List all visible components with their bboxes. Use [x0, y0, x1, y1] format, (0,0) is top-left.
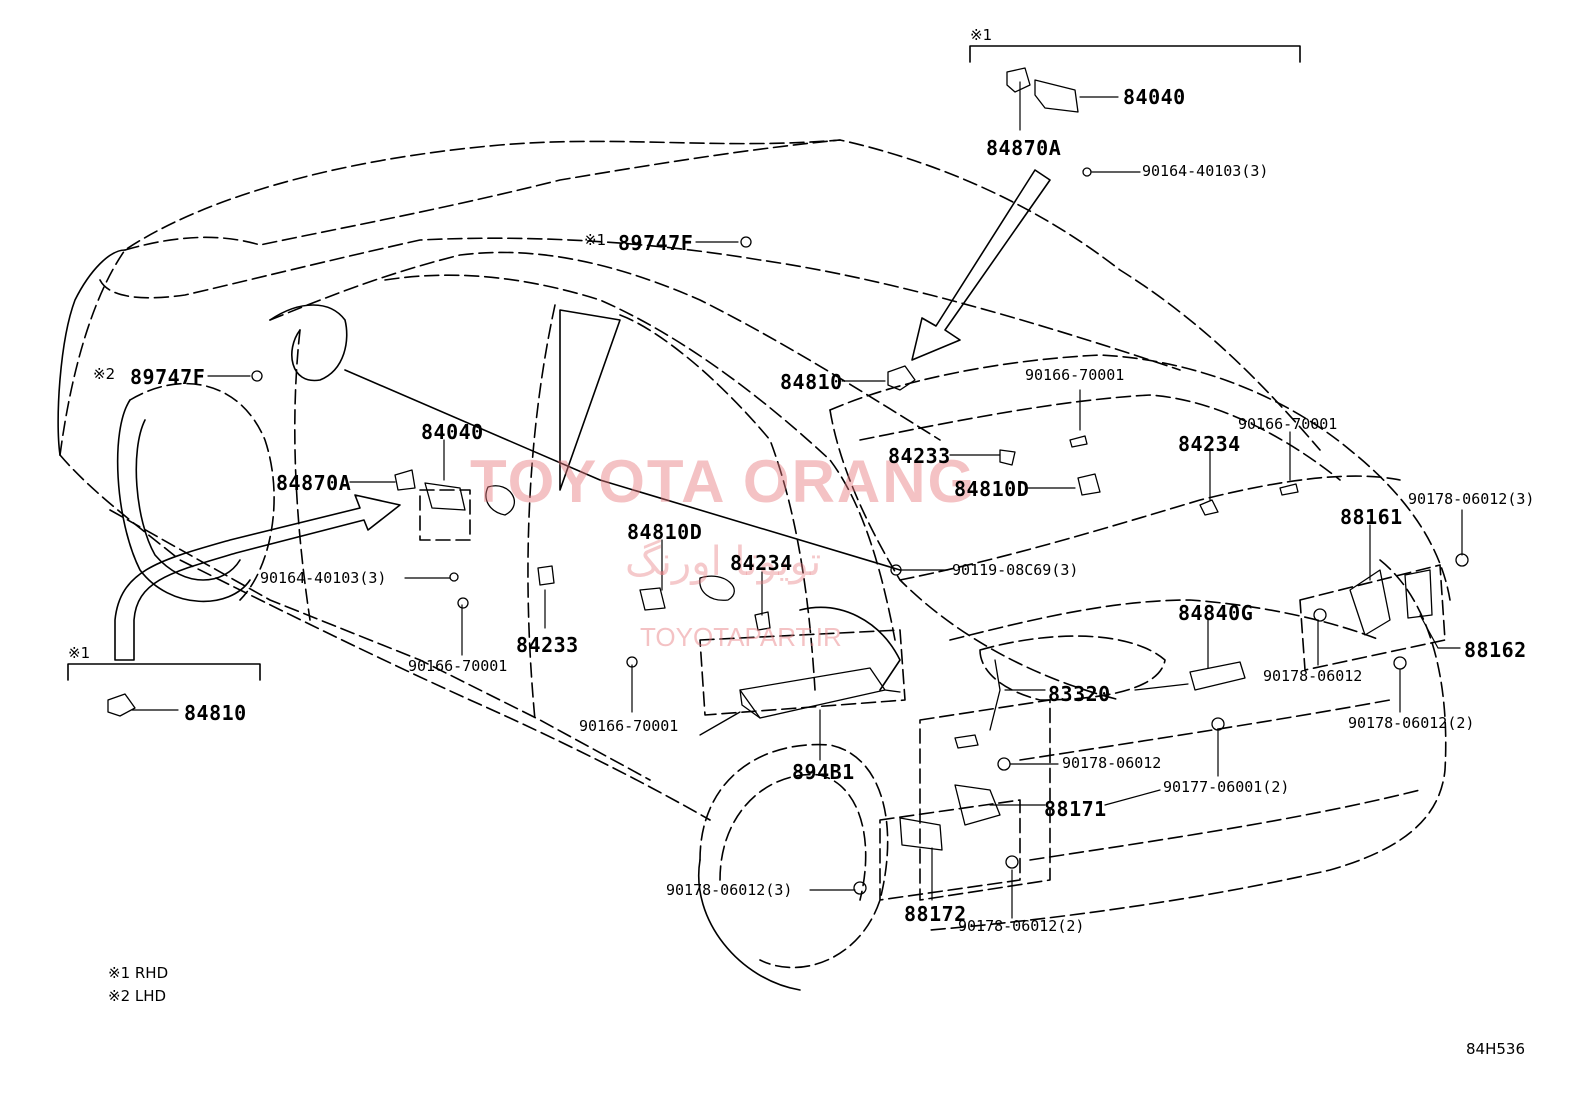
- part-label-90177: 90177-06001(2): [1163, 778, 1290, 796]
- part-label-84234-a: 84234: [1178, 432, 1241, 456]
- part-label-84870a-top: 84870A: [986, 136, 1062, 160]
- car-body-edges: [57, 249, 901, 991]
- part-label-83320: 83320: [1048, 682, 1111, 706]
- leader-lines: [131, 81, 1463, 919]
- callout-arrows: [114, 169, 1051, 661]
- part-label-90166-b: 90166-70001: [1238, 415, 1338, 433]
- part-label-84810-hood: 84810: [780, 370, 843, 394]
- part-label-90178-a: 90178-06012(3): [1408, 490, 1535, 508]
- diagram-code: 84H536: [1466, 1040, 1525, 1058]
- part-label-88171: 88171: [1044, 797, 1107, 821]
- rhd-brackets: [67, 45, 1301, 681]
- part-label-84810d-a: 84810D: [954, 477, 1030, 501]
- lhd-marker-89747f: ※2: [93, 365, 116, 383]
- part-label-84040-left: 84040: [421, 420, 484, 444]
- rhd-marker-left: ※1: [68, 644, 91, 662]
- rhd-marker-89747f: ※1: [584, 231, 607, 249]
- part-glyphs: [107, 67, 1469, 895]
- part-label-90166-a: 90166-70001: [1025, 366, 1125, 384]
- part-label-84870a-left: 84870A: [276, 471, 352, 495]
- part-label-90166-d: 90166-70001: [579, 717, 679, 735]
- part-label-84810-box: 84810: [184, 701, 247, 725]
- watermark-main: TOYOTA ORANG: [470, 448, 977, 515]
- part-label-84233-a: 84233: [888, 444, 951, 468]
- part-label-89747f-lhd: 89747F: [130, 365, 206, 389]
- part-label-84233-b: 84233: [516, 633, 579, 657]
- part-label-90178-d: 90178-06012: [1062, 754, 1162, 772]
- car-body-outline: [59, 139, 1451, 969]
- part-label-894b1: 894B1: [792, 760, 855, 784]
- part-label-84840g: 84840G: [1178, 601, 1254, 625]
- part-label-84234-b: 84234: [730, 551, 793, 575]
- part-label-90119: 90119-08C69(3): [952, 561, 1079, 579]
- watermark-farsi: تویوتا اورنگ: [625, 539, 822, 585]
- part-label-88172: 88172: [904, 902, 967, 926]
- part-label-88161: 88161: [1340, 505, 1403, 529]
- part-label-89747f-rhd: 89747F: [618, 231, 694, 255]
- note-rhd: ※1 RHD: [108, 964, 169, 982]
- part-label-88162: 88162: [1464, 638, 1527, 662]
- part-label-90178-c: 90178-06012(2): [1348, 714, 1475, 732]
- part-label-84040-top: 84040: [1123, 85, 1186, 109]
- rhd-marker-top: ※1: [970, 26, 993, 44]
- part-label-90178-f: 90178-06012(2): [958, 917, 1085, 935]
- part-label-90164-top: 90164-40103(3): [1142, 162, 1269, 180]
- part-label-84810d-b: 84810D: [627, 520, 703, 544]
- part-label-90166-c: 90166-70001: [408, 657, 508, 675]
- note-lhd: ※2 LHD: [108, 987, 167, 1005]
- watermark-url: TOYOTAPART.IR: [640, 622, 842, 652]
- part-label-90164-left: 90164-40103(3): [260, 569, 387, 587]
- part-label-90178-b: 90178-06012: [1263, 667, 1363, 685]
- part-label-90178-e: 90178-06012(3): [666, 881, 793, 899]
